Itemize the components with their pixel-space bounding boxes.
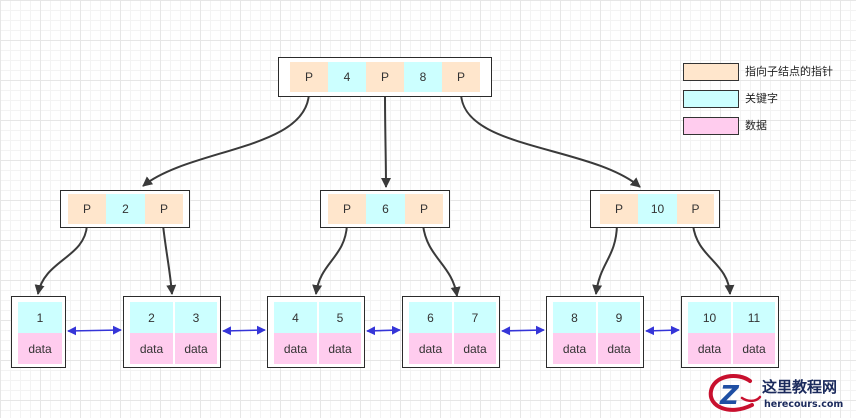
legend-swatch-key (683, 90, 739, 108)
internal-key-cell: 2 (106, 194, 145, 224)
leaf-key-cell: 5 (319, 302, 361, 333)
edge-internal-1-to-leaf-2 (162, 224, 177, 295)
legend-label-key: 关键字 (745, 92, 778, 105)
leaf-data-cell: data (409, 333, 452, 364)
legend-label-pointer: 指向子结点的指针 (745, 65, 833, 78)
leaf-node-2: 2 3 data data (123, 296, 221, 368)
internal-key-cell: 6 (366, 194, 405, 224)
logo-swoosh (708, 373, 754, 412)
root-node: P 4 P 8 P (278, 57, 492, 97)
root-pointer-cell: P (366, 62, 404, 92)
watermark-title: 这里教程网 (762, 378, 838, 396)
edge-internal-1-to-leaf-1 (34, 224, 88, 295)
legend-swatch-data (683, 117, 739, 135)
legend-label-data: 数据 (745, 119, 767, 132)
edge-internal-3-to-leaf-5 (592, 224, 618, 295)
leaf-data-cell: data (130, 333, 173, 364)
leaf-node-3: 4 5 data data (267, 296, 365, 368)
leaf-key-cell: 8 (553, 302, 596, 333)
internal-pointer-cell: P (600, 194, 638, 224)
leaf-data-cell: data (175, 333, 217, 364)
leaf-link-3-4 (366, 325, 401, 336)
leaf-key-cell: 7 (454, 302, 496, 333)
leaf-link-2-3 (222, 325, 266, 336)
leaf-link-4-5 (501, 325, 545, 336)
edge-root-to-internal-2 (380, 92, 391, 188)
root-key-cell: 8 (404, 62, 442, 92)
watermark-subtitle: herecours.com (764, 399, 844, 410)
leaf-data-cell: data (733, 333, 775, 364)
internal-pointer-cell: P (405, 194, 443, 224)
edge-internal-2-to-leaf-4 (422, 224, 461, 297)
leaf-link-5-6 (645, 325, 680, 336)
leaf-link-1-2 (67, 325, 122, 336)
leaf-key-cell: 3 (175, 302, 217, 333)
logo-letter: Z (719, 381, 740, 411)
leaf-node-1: 1 data (11, 296, 66, 368)
internal-pointer-cell: P (68, 194, 106, 224)
internal-pointer-cell: P (145, 194, 183, 224)
leaf-data-cell: data (274, 333, 317, 364)
leaf-key-cell: 6 (409, 302, 452, 333)
internal-pointer-cell: P (677, 194, 714, 224)
internal-pointer-cell: P (328, 194, 366, 224)
leaf-key-cell: 10 (688, 302, 731, 333)
legend-swatch-pointer (683, 63, 739, 81)
leaf-node-4: 6 7 data data (402, 296, 500, 368)
edge-root-to-internal-3 (460, 92, 641, 188)
edge-internal-2-to-leaf-3 (312, 224, 348, 295)
leaf-data-cell: data (454, 333, 496, 364)
internal-node-1: P 2 P (60, 190, 190, 228)
leaf-data-cell: data (553, 333, 596, 364)
root-pointer-cell: P (290, 62, 328, 92)
internal-node-3: P 10 P (590, 190, 720, 228)
edge-root-to-internal-1 (142, 92, 310, 187)
leaf-key-cell: 9 (598, 302, 640, 333)
logo-swoosh-tail (740, 395, 762, 403)
leaf-data-cell: data (319, 333, 361, 364)
edge-internal-3-to-leaf-6 (692, 224, 735, 295)
leaf-data-cell: data (688, 333, 731, 364)
internal-key-cell: 10 (638, 194, 677, 224)
root-pointer-cell: P (442, 62, 480, 92)
leaf-node-5: 8 9 data data (546, 296, 644, 368)
leaf-key-cell: 4 (274, 302, 317, 333)
leaf-data-cell: data (18, 333, 62, 364)
watermark-logo-icon: Z (708, 373, 762, 412)
leaf-key-cell: 11 (733, 302, 775, 333)
internal-node-2: P 6 P (320, 190, 450, 228)
leaf-key-cell: 2 (130, 302, 173, 333)
leaf-data-cell: data (598, 333, 640, 364)
leaf-node-6: 10 11 data data (681, 296, 779, 368)
root-key-cell: 4 (328, 62, 366, 92)
leaf-key-cell: 1 (18, 302, 62, 333)
